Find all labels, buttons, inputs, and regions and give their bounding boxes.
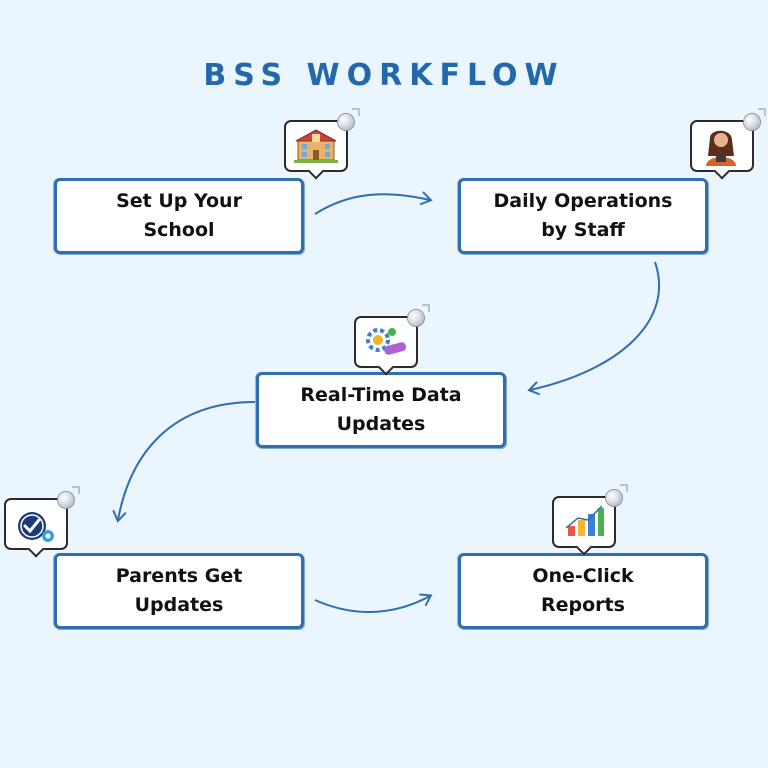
school-building-icon: [284, 114, 354, 180]
gear-sync-icon: [354, 310, 424, 376]
step-real-time-data: Real-Time Data Updates: [256, 372, 506, 448]
step-label: One-Click Reports: [532, 565, 634, 616]
step-daily-operations: Daily Operations by Staff: [458, 178, 708, 254]
step-parents-updates: Parents Get Updates: [54, 553, 304, 629]
step-set-up-school: Set Up Your School: [54, 178, 304, 254]
bar-chart-icon: [552, 490, 622, 556]
arrow-step1-to-step2: [314, 191, 433, 215]
step-label: Daily Operations by Staff: [493, 190, 673, 241]
checklist-gear-icon: [4, 492, 74, 558]
page-title: BSS WORKFLOW: [203, 58, 565, 93]
step-label: Real-Time Data Updates: [300, 384, 462, 435]
step-one-click-reports: One-Click Reports: [458, 553, 708, 629]
step-label: Set Up Your School: [116, 190, 242, 241]
staff-member-icon: [690, 114, 760, 180]
arrow-step2-to-step3: [527, 261, 661, 396]
arrow-step4-to-step5: [314, 593, 433, 613]
step-label: Parents Get Updates: [115, 565, 243, 616]
arrow-step3-to-step4: [112, 401, 256, 523]
